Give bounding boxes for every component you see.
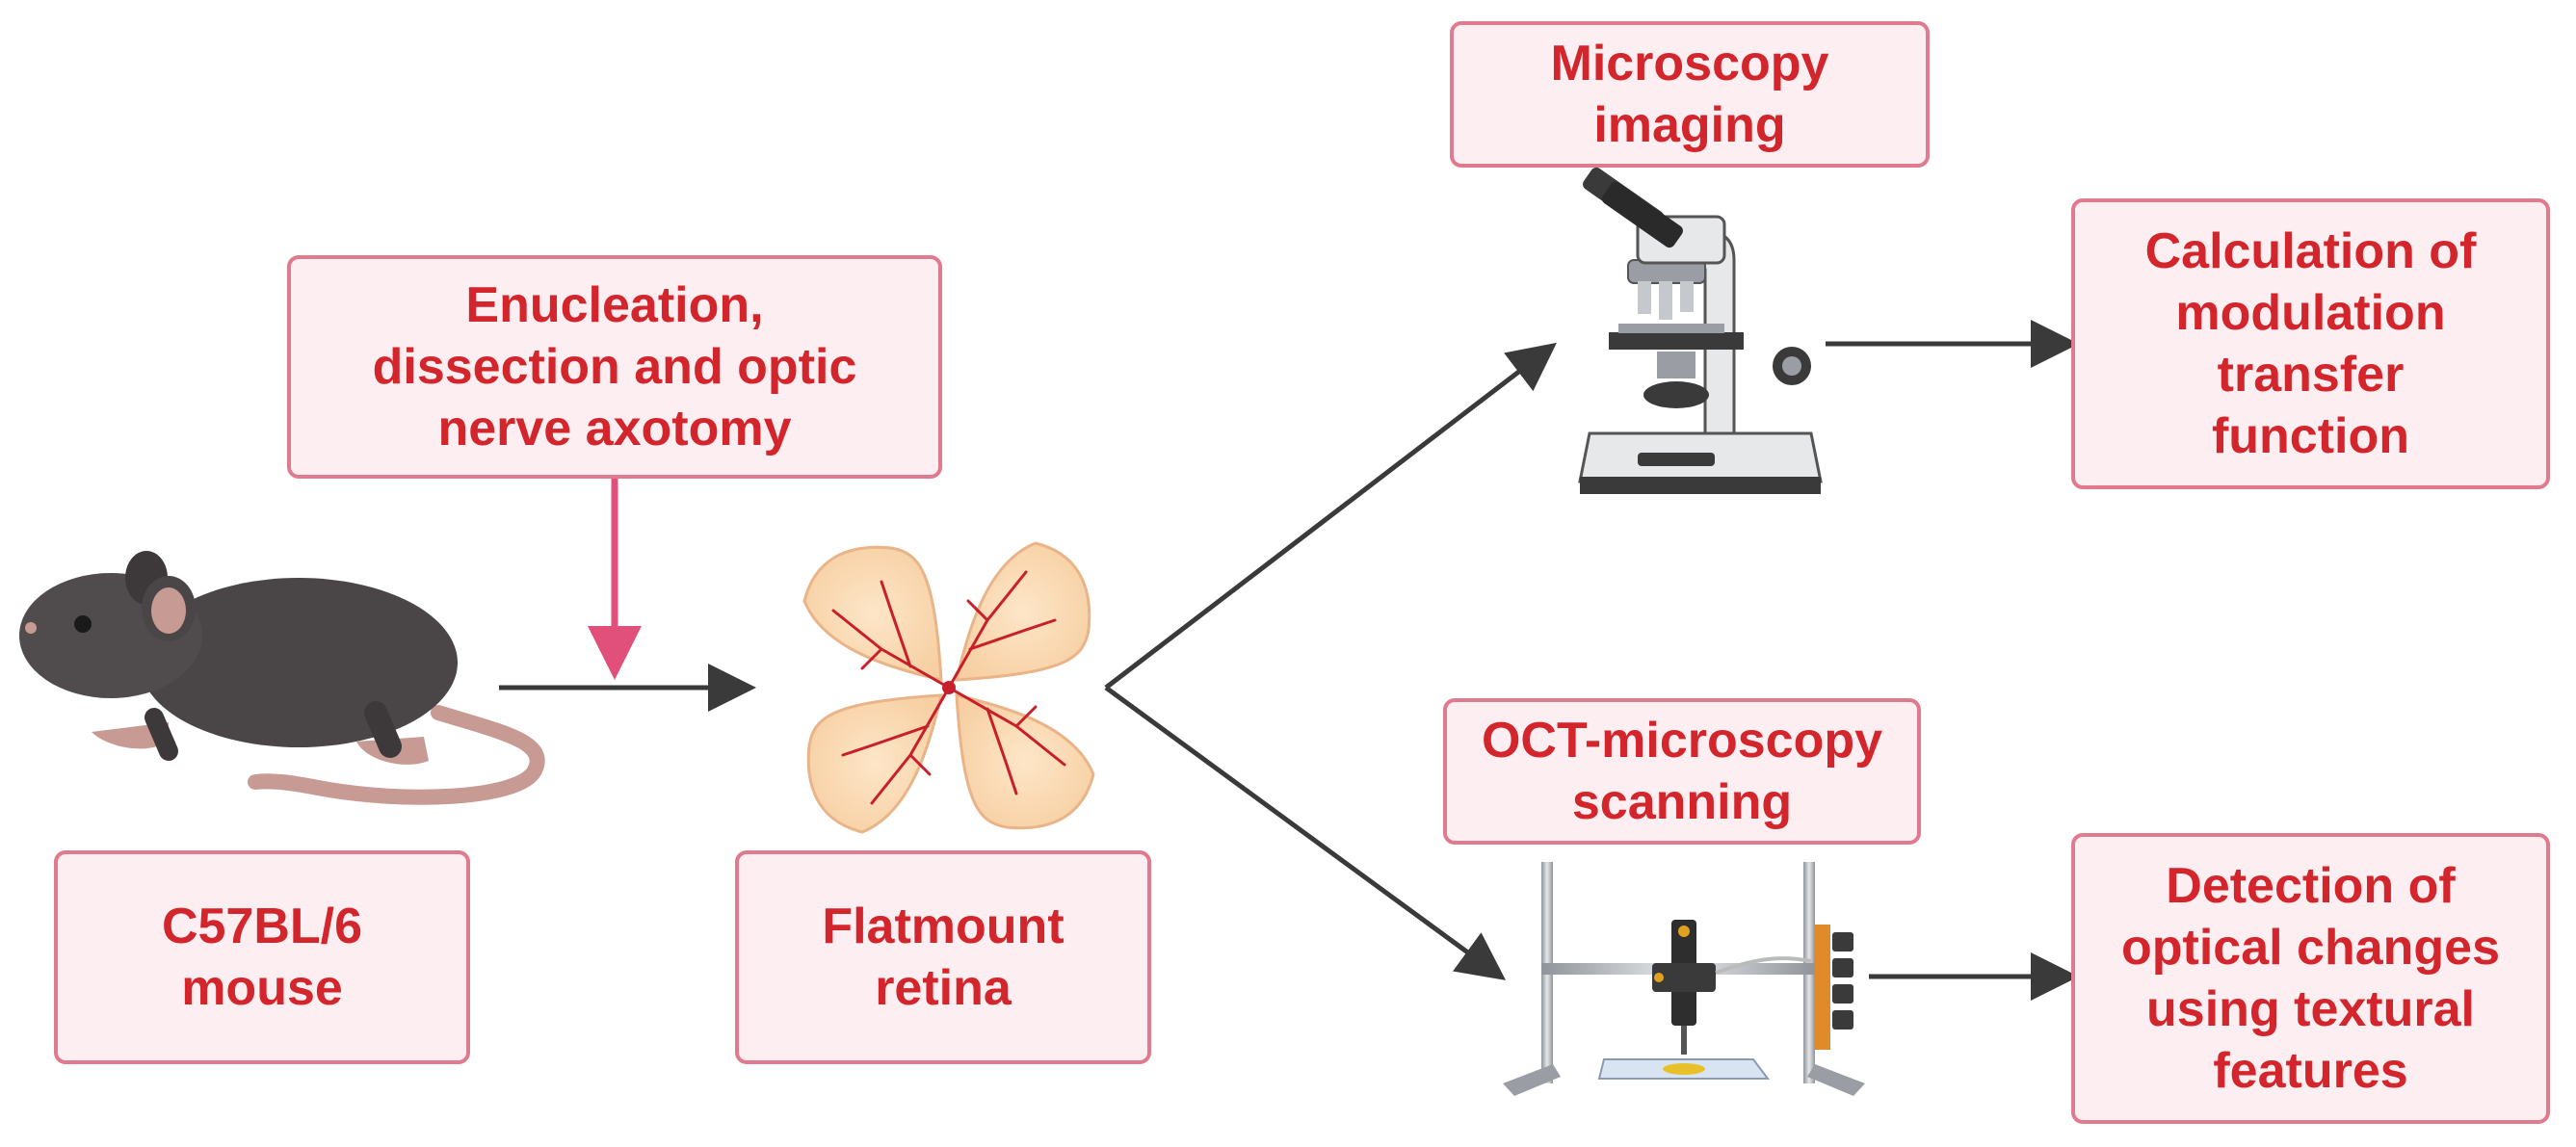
arrow-retina-to-oct xyxy=(1104,685,1507,980)
arrow-retina-to-microscope xyxy=(1104,342,1557,690)
step-oct-box: OCT-microscopy scanning xyxy=(1443,698,1921,845)
flatmount-retina-icon xyxy=(802,541,1095,834)
mouse-icon xyxy=(19,551,545,805)
step-calculation-box: Calculation of modulation transfer funct… xyxy=(2071,198,2550,489)
step-flatmount-box: Flatmount retina xyxy=(735,850,1151,1064)
step-detection-box: Detection of optical changes using textu… xyxy=(2071,833,2550,1124)
microscope-icon xyxy=(1578,167,1823,494)
step-mouse-box: C57BL/6 mouse xyxy=(54,850,470,1064)
step-microscopy-box: Microscopy imaging xyxy=(1450,21,1930,168)
oct-scanner-icon xyxy=(1503,862,1865,1096)
step-enucleation-box: Enucleation, dissection and optic nerve … xyxy=(287,255,942,479)
